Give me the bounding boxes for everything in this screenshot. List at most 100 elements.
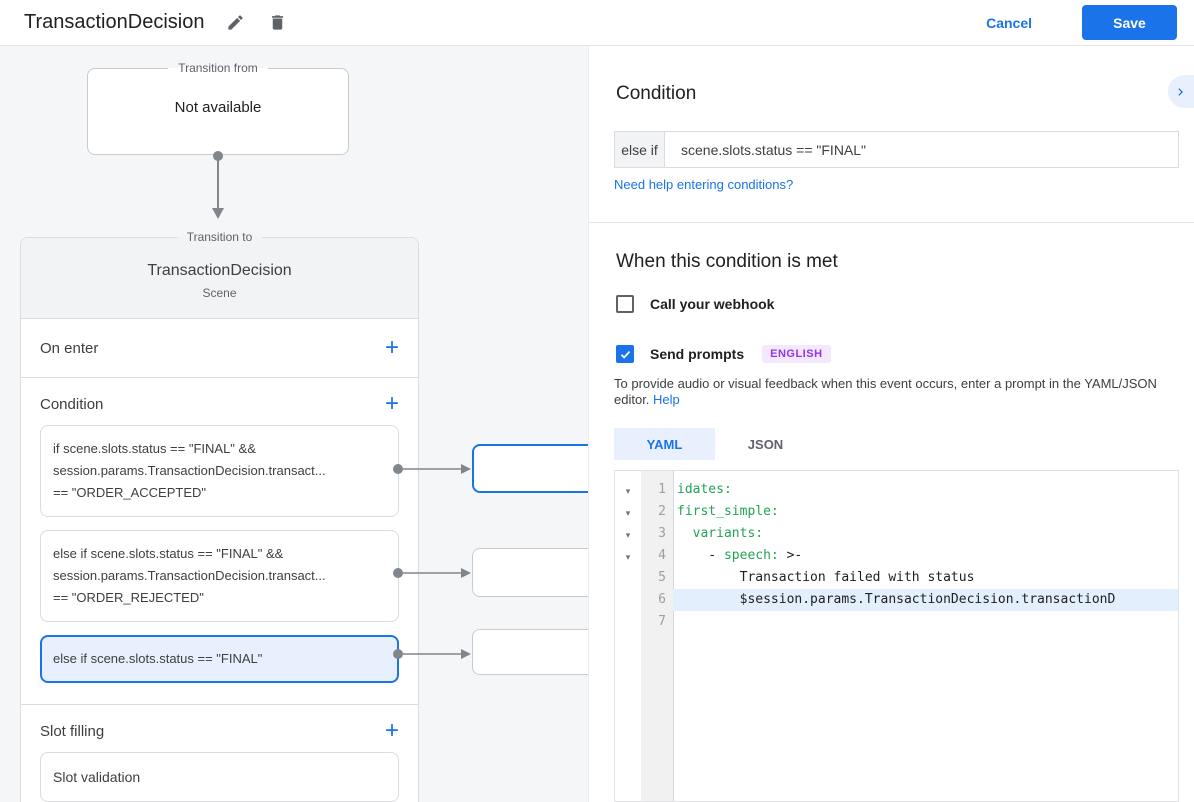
slot-filling-header: Slot filling + xyxy=(40,717,399,744)
call-webhook-label[interactable]: Call your webhook xyxy=(650,296,775,312)
checkmark-icon xyxy=(620,350,630,359)
prompt-description: To provide audio or visual feedback when… xyxy=(614,376,1178,408)
editor-lines: ▾ 1 idates: ▾ 2 first_simple: ▾ 3 variants: ▾ 4 -… xyxy=(615,471,1178,633)
language-badge: ENGLISH xyxy=(762,345,831,363)
editor-line[interactable]: ▾ 3 variants: xyxy=(615,523,1178,545)
transition-target-box-selected[interactable] xyxy=(472,444,588,493)
editor-tabs: YAML JSON xyxy=(614,428,816,460)
prompt-description-text: To provide audio or visual feedback when… xyxy=(614,376,1157,407)
diagram-canvas: Transition from Not available Transition… xyxy=(0,46,588,802)
pencil-icon xyxy=(228,15,243,30)
on-enter-section: On enter + xyxy=(21,319,418,378)
slot-filling-section: Slot filling + Slot validation xyxy=(21,705,418,802)
code-line: - speech: >- xyxy=(677,548,803,563)
line-number: 3 xyxy=(658,526,666,541)
conditions-help-link[interactable]: Need help entering conditions? xyxy=(614,177,794,192)
send-prompts-label[interactable]: Send prompts xyxy=(650,346,745,362)
webhook-row: Call your webhook xyxy=(616,295,774,313)
top-bar: TransactionDecision Cancel Save xyxy=(0,0,1194,46)
code-line: $session.params.TransactionDecision.tran… xyxy=(673,589,1178,611)
line-number: 5 xyxy=(658,570,666,585)
fold-spacer xyxy=(615,611,641,633)
edit-button[interactable] xyxy=(224,12,246,34)
condition-items: if scene.slots.status == "FINAL" && sess… xyxy=(40,425,399,683)
fold-spacer xyxy=(615,589,641,611)
add-on-enter-button[interactable]: + xyxy=(384,334,399,361)
slot-filling-label: Slot filling xyxy=(40,722,105,740)
send-prompts-row: Send prompts ENGLISH xyxy=(616,345,831,363)
tab-json[interactable]: JSON xyxy=(747,436,784,452)
condition-line: else if scene.slots.status == "FINAL" xyxy=(53,651,263,666)
condition-line: else if scene.slots.status == "FINAL" && xyxy=(53,546,284,561)
condition-item[interactable]: else if scene.slots.status == "FINAL" &&… xyxy=(40,530,399,622)
transition-target-box[interactable] xyxy=(472,629,588,675)
fold-arrow-icon[interactable]: ▾ xyxy=(625,552,631,562)
line-number: 6 xyxy=(658,592,666,607)
help-link[interactable]: Help xyxy=(653,392,680,407)
add-slot-button[interactable]: + xyxy=(384,717,399,744)
editor-line[interactable]: 5 Transaction failed with status xyxy=(615,567,1178,589)
line-number-gutter xyxy=(641,471,673,801)
panel-divider xyxy=(589,222,1194,223)
condition-line: session.params.TransactionDecision.trans… xyxy=(53,463,326,478)
chevron-right-icon xyxy=(1178,87,1183,96)
fold-arrow-icon[interactable]: ▾ xyxy=(625,486,631,496)
gutter-divider xyxy=(673,471,674,801)
condition-2-connector xyxy=(393,568,471,578)
code-line: idates: xyxy=(677,482,732,497)
fold-spacer xyxy=(615,567,641,589)
trash-icon xyxy=(271,15,283,30)
code-line xyxy=(673,611,1178,633)
condition-line: session.params.TransactionDecision.trans… xyxy=(53,568,326,583)
when-condition-met-title: When this condition is met xyxy=(616,251,838,272)
editor-line[interactable]: 6 $session.params.TransactionDecision.tr… xyxy=(615,589,1178,611)
slot-validation-item[interactable]: Slot validation xyxy=(40,752,399,802)
condition-section: Condition + if scene.slots.status == "FI… xyxy=(21,378,418,705)
transition-from-legend: Transition from xyxy=(178,61,258,75)
down-arrow-connector xyxy=(212,151,224,219)
editor-line[interactable]: ▾ 1 idates: xyxy=(615,479,1178,501)
transition-target-box[interactable] xyxy=(472,548,588,597)
page-title: TransactionDecision xyxy=(24,11,205,33)
scene-type-label: Scene xyxy=(202,286,237,300)
send-prompts-checkbox[interactable] xyxy=(616,345,634,363)
condition-line: == "ORDER_REJECTED" xyxy=(53,590,204,605)
transition-to-legend: Transition to xyxy=(176,230,263,244)
add-condition-button[interactable]: + xyxy=(384,390,399,417)
transition-from-value: Not available xyxy=(174,99,262,116)
condition-input-row: else if scene.slots.status == "FINAL" xyxy=(614,131,1179,168)
on-enter-label: On enter xyxy=(40,339,99,357)
code-line: first_simple: xyxy=(677,504,779,519)
condition-item[interactable]: if scene.slots.status == "FINAL" && sess… xyxy=(40,425,399,517)
tab-yaml[interactable]: YAML xyxy=(614,428,715,460)
editor-line[interactable]: ▾ 4 - speech: >- xyxy=(615,545,1178,567)
panel-title: Condition xyxy=(616,83,697,104)
line-number: 1 xyxy=(658,482,666,497)
transition-from-box: Transition from Not available xyxy=(87,61,349,155)
line-number: 7 xyxy=(658,614,666,629)
condition-detail-panel: Condition else if scene.slots.status == … xyxy=(588,46,1194,802)
cancel-button[interactable]: Cancel xyxy=(980,14,1038,32)
condition-item-selected[interactable]: else if scene.slots.status == "FINAL" xyxy=(40,635,399,683)
collapse-panel-button[interactable] xyxy=(1168,75,1194,108)
delete-button[interactable] xyxy=(266,12,288,34)
save-button[interactable]: Save xyxy=(1082,5,1177,40)
condition-3-connector xyxy=(393,649,471,659)
line-number: 2 xyxy=(658,504,666,519)
section-divider xyxy=(21,704,418,705)
condition-label: Condition xyxy=(40,395,104,413)
line-number: 4 xyxy=(658,548,666,563)
fold-arrow-icon[interactable]: ▾ xyxy=(625,508,631,518)
scene-card: Transition to TransactionDecision Scene … xyxy=(20,230,419,802)
yaml-code-editor[interactable]: ▾ 1 idates: ▾ 2 first_simple: ▾ 3 variants: ▾ 4 -… xyxy=(614,470,1179,802)
code-line: variants: xyxy=(677,526,764,541)
editor-line[interactable]: ▾ 2 first_simple: xyxy=(615,501,1178,523)
condition-expression-input[interactable]: scene.slots.status == "FINAL" xyxy=(681,141,867,158)
editor-line[interactable]: 7 xyxy=(615,611,1178,633)
condition-line: == "ORDER_ACCEPTED" xyxy=(53,485,206,500)
condition-line: if scene.slots.status == "FINAL" && xyxy=(53,441,256,456)
call-webhook-checkbox[interactable] xyxy=(616,295,634,313)
scene-card-header: TransactionDecision Scene xyxy=(21,238,418,319)
fold-arrow-icon[interactable]: ▾ xyxy=(625,530,631,540)
